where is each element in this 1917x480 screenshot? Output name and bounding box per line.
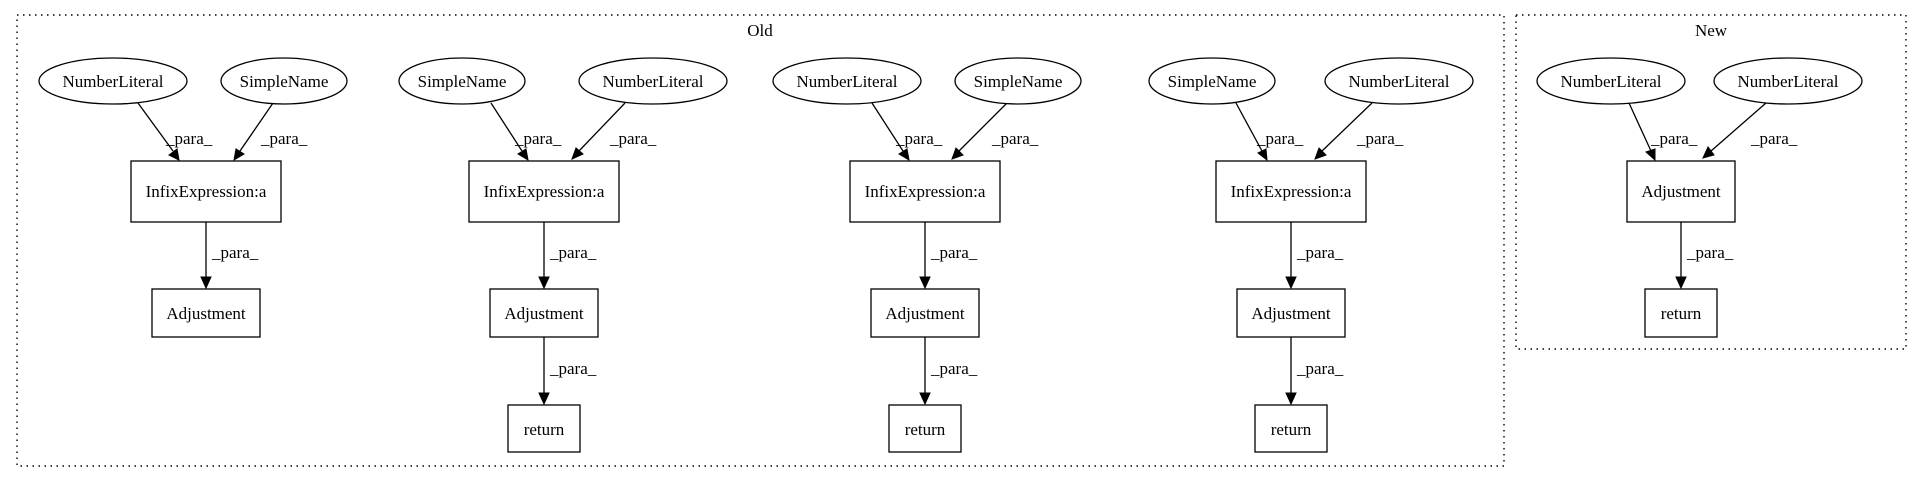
- edge: _para_: [1235, 102, 1304, 162]
- node-return: return: [1644, 288, 1718, 338]
- node-infix-expression: InfixExpression:a: [130, 160, 282, 223]
- edge: _para_: [1285, 336, 1344, 406]
- edge: _para_: [919, 336, 978, 406]
- svg-text:SimpleName: SimpleName: [418, 72, 507, 91]
- node-infix-expression: InfixExpression:a: [468, 160, 620, 223]
- edge-label: _para_: [1296, 359, 1344, 378]
- edge: _para_: [1702, 102, 1798, 159]
- edge-label: _para_: [549, 243, 597, 262]
- node-adjustment: Adjustment: [1236, 288, 1346, 338]
- node-number-literal: NumberLiteral: [1536, 57, 1686, 105]
- edge: _para_: [571, 102, 657, 160]
- edge-label: _para_: [895, 129, 943, 148]
- edge: _para_: [919, 222, 978, 290]
- svg-text:NumberLiteral: NumberLiteral: [602, 72, 703, 91]
- node-return: return: [507, 404, 581, 453]
- svg-text:NumberLiteral: NumberLiteral: [1737, 72, 1838, 91]
- node-simple-name: SimpleName: [220, 57, 348, 105]
- node-return: return: [1254, 404, 1328, 453]
- node-infix-expression: InfixExpression:a: [1215, 160, 1367, 223]
- edge: _para_: [1314, 102, 1404, 160]
- edge: _para_: [1628, 102, 1698, 162]
- edge-label: _para_: [1686, 243, 1734, 262]
- edge-label: _para_: [1356, 129, 1404, 148]
- svg-text:NumberLiteral: NumberLiteral: [1348, 72, 1449, 91]
- edge-label: _para_: [514, 129, 562, 148]
- edge: _para_: [233, 102, 308, 161]
- edge-label: _para_: [260, 129, 308, 148]
- svg-text:SimpleName: SimpleName: [240, 72, 329, 91]
- svg-text:NumberLiteral: NumberLiteral: [1560, 72, 1661, 91]
- svg-text:InfixExpression:a: InfixExpression:a: [865, 182, 986, 201]
- node-adjustment: Adjustment: [489, 288, 599, 338]
- node-return: return: [888, 404, 962, 453]
- nodes: NumberLiteral SimpleName InfixExpression…: [38, 57, 1863, 453]
- edge: _para_: [538, 336, 597, 406]
- edge: _para_: [1285, 222, 1344, 290]
- svg-text:SimpleName: SimpleName: [1168, 72, 1257, 91]
- svg-text:Adjustment: Adjustment: [1251, 304, 1331, 323]
- edges: _para_ _para_ _para_ _para_ _para_ _para…: [137, 102, 1798, 406]
- cluster-new: New: [1515, 14, 1907, 350]
- edge: _para_: [951, 102, 1039, 160]
- node-simple-name: SimpleName: [398, 57, 526, 105]
- cluster-old: Old: [16, 14, 1505, 467]
- node-infix-expression: InfixExpression:a: [849, 160, 1001, 223]
- svg-text:return: return: [1661, 304, 1702, 323]
- edge-label: _para_: [930, 243, 978, 262]
- node-simple-name: SimpleName: [954, 57, 1082, 105]
- edge: _para_: [1675, 222, 1734, 290]
- edge-label: _para_: [1650, 129, 1698, 148]
- svg-text:InfixExpression:a: InfixExpression:a: [484, 182, 605, 201]
- node-number-literal: NumberLiteral: [772, 57, 922, 105]
- cluster-new-label: New: [1695, 21, 1728, 40]
- svg-text:SimpleName: SimpleName: [974, 72, 1063, 91]
- svg-text:Adjustment: Adjustment: [885, 304, 965, 323]
- node-number-literal: NumberLiteral: [1713, 57, 1863, 105]
- node-simple-name: SimpleName: [1148, 57, 1276, 105]
- svg-text:Adjustment: Adjustment: [166, 304, 246, 323]
- svg-text:InfixExpression:a: InfixExpression:a: [146, 182, 267, 201]
- edge-label: _para_: [549, 359, 597, 378]
- edge: _para_: [137, 102, 213, 161]
- node-adjustment: Adjustment: [1626, 160, 1736, 223]
- node-number-literal: NumberLiteral: [578, 57, 728, 105]
- node-adjustment: Adjustment: [870, 288, 980, 338]
- edge: _para_: [200, 222, 259, 290]
- svg-text:NumberLiteral: NumberLiteral: [62, 72, 163, 91]
- node-number-literal: NumberLiteral: [38, 57, 188, 105]
- svg-text:NumberLiteral: NumberLiteral: [796, 72, 897, 91]
- svg-text:return: return: [524, 420, 565, 439]
- edge: _para_: [490, 102, 562, 161]
- svg-text:return: return: [1271, 420, 1312, 439]
- edge-label: _para_: [1296, 243, 1344, 262]
- cluster-old-label: Old: [747, 21, 773, 40]
- edge-label: _para_: [1750, 129, 1798, 148]
- edge-label: _para_: [211, 243, 259, 262]
- svg-text:Adjustment: Adjustment: [504, 304, 584, 323]
- edge-label: _para_: [930, 359, 978, 378]
- svg-text:InfixExpression:a: InfixExpression:a: [1231, 182, 1352, 201]
- edge: _para_: [538, 222, 597, 290]
- svg-text:return: return: [905, 420, 946, 439]
- edge: _para_: [871, 102, 943, 161]
- edge-label: _para_: [165, 129, 213, 148]
- node-adjustment: Adjustment: [151, 288, 261, 338]
- edge-label: _para_: [1256, 129, 1304, 148]
- edge-label: _para_: [991, 129, 1039, 148]
- svg-text:Adjustment: Adjustment: [1641, 182, 1721, 201]
- node-number-literal: NumberLiteral: [1324, 57, 1474, 105]
- edge-label: _para_: [609, 129, 657, 148]
